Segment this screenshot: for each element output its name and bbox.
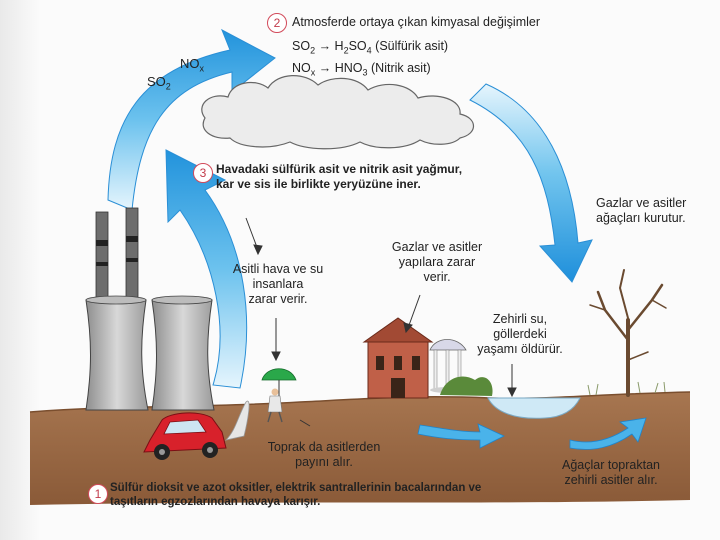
equation-nitric: NOx → HNO3 (Nitrik asit) xyxy=(292,61,431,78)
soil-label: Toprak da asitlerden payını alır. xyxy=(267,440,381,469)
cooling-tower-left xyxy=(85,299,149,411)
nox-label: NOx xyxy=(180,56,204,74)
buildings-harm-label: Gazlar ve asitler yapılara zarar verir. xyxy=(391,240,483,284)
trees-harm-label: Gazlar ve asitler ağaçları kurutur. xyxy=(596,196,687,225)
red-car xyxy=(143,400,250,460)
grass xyxy=(587,381,666,396)
roots-label: Ağaçlar topraktan zehirli asitler alır. xyxy=(562,458,660,487)
cloud xyxy=(201,75,475,150)
person-with-umbrella xyxy=(261,368,297,423)
step-3-text: Havadaki sülfürik asit ve nitrik asit ya… xyxy=(216,162,463,191)
historic-building xyxy=(362,317,434,399)
descending-acid-arrow xyxy=(469,83,593,283)
step-2-number: 2 xyxy=(267,13,287,33)
acid-rain-arrow xyxy=(165,149,248,389)
people-harm-label: Asitli hava ve su insanlara zarar verir. xyxy=(232,262,324,306)
rising-gas-arrow xyxy=(107,28,276,211)
root-uptake-arrow xyxy=(569,417,647,450)
lake xyxy=(487,397,581,419)
cooling-tower-right xyxy=(151,299,215,411)
pointer-lines xyxy=(245,217,517,427)
lake-harm-label: Zehirli su, göllerdeki yaşamı öldürür. xyxy=(477,312,563,356)
soil-flow-arrow xyxy=(417,423,505,449)
step-2-title: Atmosferde ortaya çıkan kimyasal değişim… xyxy=(292,15,541,29)
step-1-number: 1 xyxy=(88,484,108,504)
equation-sulfuric: SO2 → H2SO4 (Sülfürik asit) xyxy=(292,39,449,56)
bushes xyxy=(440,376,493,396)
step-3-number: 3 xyxy=(193,163,213,183)
so2-label: SO2 xyxy=(147,74,171,92)
step-1-text: Sülfür dioksit ve azot oksitler, elektri… xyxy=(110,482,482,508)
dead-tree xyxy=(589,269,667,397)
